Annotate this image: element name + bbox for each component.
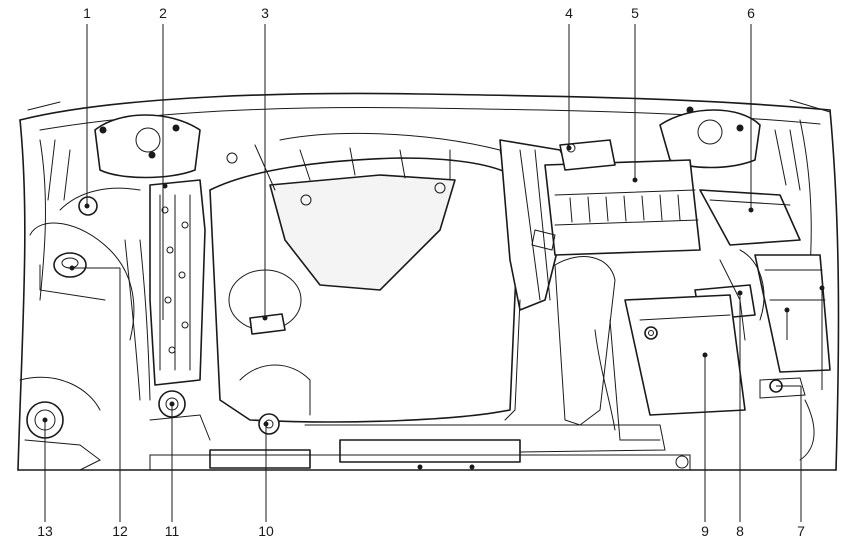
callout-9: 9 xyxy=(701,523,709,539)
callout-10: 10 xyxy=(258,523,274,539)
callout-12: 12 xyxy=(112,523,128,539)
callout-8: 8 xyxy=(736,523,744,539)
callout-11: 11 xyxy=(165,523,180,539)
callout-leaders xyxy=(44,24,823,522)
callout-13: 13 xyxy=(37,523,53,539)
callout-7: 7 xyxy=(797,523,805,539)
callout-5: 5 xyxy=(631,5,639,21)
callout-2: 2 xyxy=(159,5,167,21)
callout-3: 3 xyxy=(261,5,269,21)
callout-1: 1 xyxy=(83,5,91,21)
callout-labels: 1 2 3 4 5 6 7 8 9 10 11 12 13 xyxy=(37,5,805,539)
callout-6: 6 xyxy=(747,5,755,21)
callout-4: 4 xyxy=(565,5,573,21)
callout-dots xyxy=(42,145,825,427)
engine-bay-artwork xyxy=(17,92,840,471)
